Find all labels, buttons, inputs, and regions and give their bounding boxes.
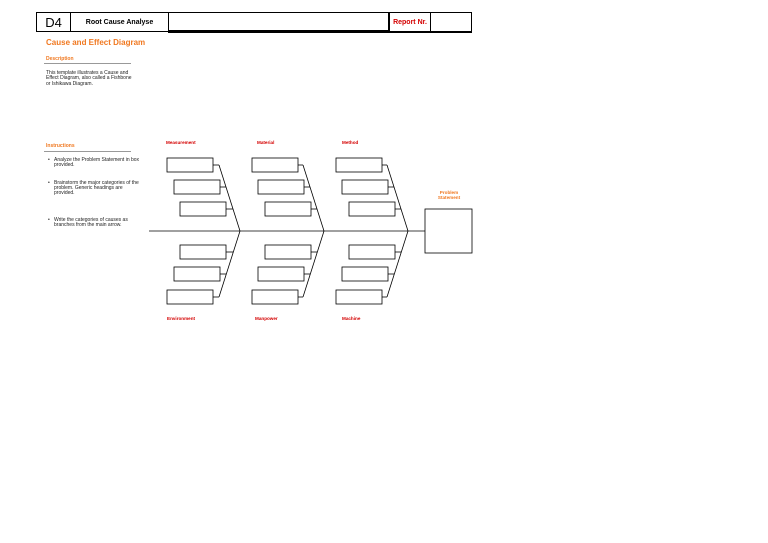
cause-box [173,266,221,282]
category-label-manpower: Manpower [255,316,278,321]
branch-material [302,164,325,232]
header-title: Root Cause Analyse [71,13,169,31]
header-code: D4 [37,13,71,31]
cause-box [348,201,396,217]
category-label-material: Material [257,140,275,145]
cause-box [179,201,227,217]
instructions-heading: Instructions [46,143,75,149]
cause-box [264,244,312,260]
cause-box [335,289,383,305]
branch-method [386,164,409,232]
branch-machine [386,230,409,298]
report-number-label: Report Nr. [389,13,431,31]
header-underline [168,32,472,33]
category-label-method: Method [342,140,359,145]
page-title: Cause and Effect Diagram [46,38,146,47]
category-label-environment: Environment [167,316,196,321]
cause-box [179,244,227,260]
problem-statement-label: Problem Statement [437,190,461,200]
cause-box [264,201,312,217]
bullet-icon: • [48,180,50,186]
branch-measurement [218,164,241,232]
cause-box [335,157,383,173]
description-divider [44,63,131,64]
header-blank-field[interactable] [169,13,389,31]
instructions-divider [44,151,131,152]
cause-box [173,179,221,195]
cause-box [348,244,396,260]
cause-box [251,289,299,305]
cause-box [257,266,305,282]
instruction-item: • Brainstorm the major categories of the… [48,180,140,197]
branch-manpower [302,230,325,298]
cause-box [341,266,389,282]
instruction-item: • Analyze the Problem Statement in box p… [48,157,140,169]
description-text: This template illustrates a Cause and Ef… [46,70,132,87]
bullet-icon: • [48,157,50,163]
branch-environment [218,230,241,298]
category-label-measurement: Measurement [166,140,196,145]
instruction-text: Analyze the Problem Statement in box pro… [54,157,140,169]
instruction-text: Write the categories of causes as branch… [54,217,128,229]
cause-box [166,289,214,305]
cause-box [166,157,214,173]
instruction-text: Brainstorm the major categories of the p… [54,180,139,197]
header-bar: D4 Root Cause Analyse Report Nr. [36,12,472,32]
cause-box [251,157,299,173]
cause-box [257,179,305,195]
category-label-machine: Machine [342,316,361,321]
cause-box [341,179,389,195]
bullet-icon: • [48,217,50,223]
instruction-item: • Write the categories of causes as bran… [48,217,140,229]
description-heading: Description [46,56,74,62]
problem-statement-box [424,208,473,254]
